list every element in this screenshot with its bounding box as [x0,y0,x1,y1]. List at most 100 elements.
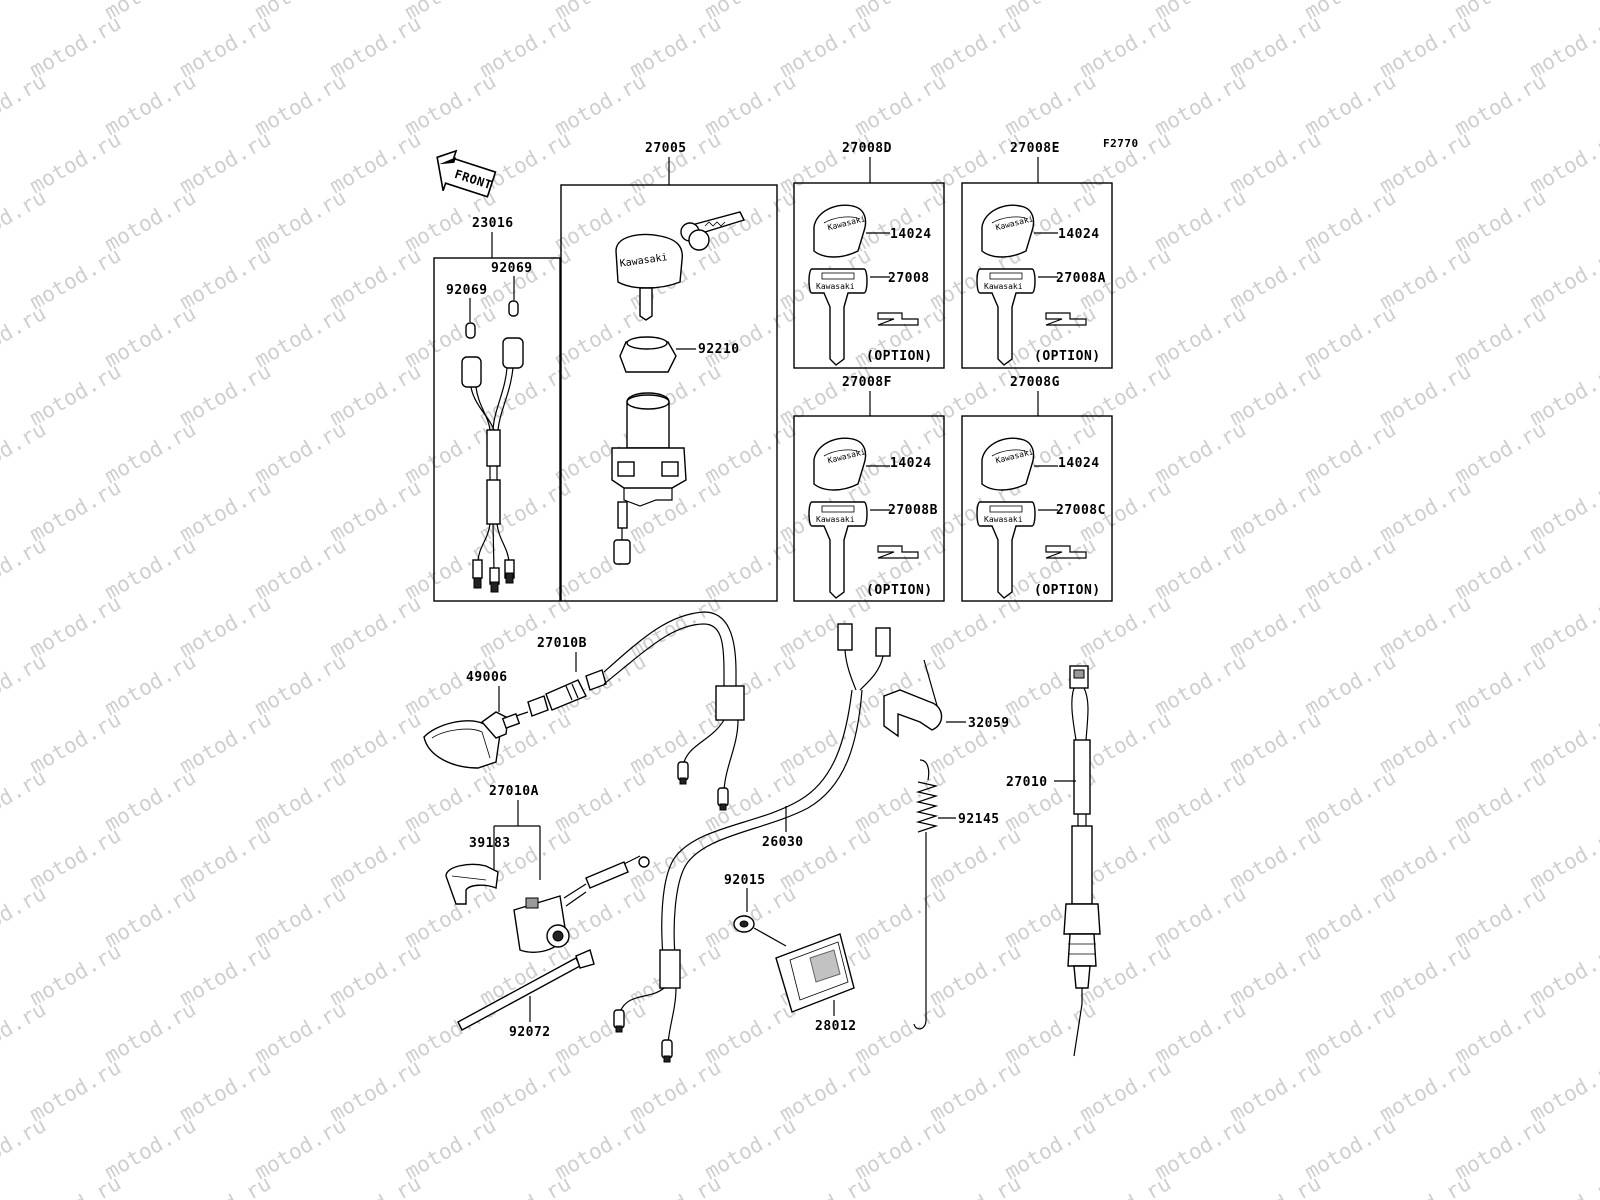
watermark-text: motod.ru [1451,533,1551,604]
spring-92145-drawing [913,759,939,1030]
watermark-text: motod.ru [0,997,50,1068]
watermark-text: motod.ru [1376,11,1476,82]
watermark-text: motod.ru [1301,69,1401,140]
key-brand-label: Kawasaki [984,515,1023,524]
part-number-27008A: 27008A [1056,271,1106,286]
watermark-text: motod.ru [1301,185,1401,256]
watermark-text: motod.ru [476,11,576,82]
watermark-text: motod.ru [101,301,201,372]
watermark-text: motod.ru [551,533,651,604]
part-number-92015: 92015 [724,873,766,888]
watermark-text: motod.ru [326,243,426,314]
watermark-text: motod.ru [0,185,50,256]
watermark-text: motod.ru [251,301,351,372]
switch-27010-drawing [1063,665,1101,1057]
watermark-text: motod.ru [1376,359,1476,430]
watermark-text: motod.ru [926,823,1026,894]
part-number-27008C: 27008C [1056,503,1106,518]
watermark-text: motod.ru [776,1171,876,1200]
watermark-text: motod.ru [776,127,876,198]
watermark-text: motod.ru [1151,765,1251,836]
watermark-text: motod.ru [326,1171,426,1200]
watermark-text: motod.ru [176,1171,276,1200]
watermark-text: motod.ru [401,1113,501,1184]
watermark-text: motod.ru [701,417,801,488]
watermark-text: motod.ru [1451,1113,1551,1184]
harness-23016-drawing [461,300,524,593]
watermark-text: motod.ru [1301,881,1401,952]
watermark-text: motod.ru [326,127,426,198]
watermark-text: motod.ru [176,475,276,546]
watermark-text: motod.ru [0,1113,50,1184]
harness-27010B-drawing [423,611,745,811]
watermark-text: motod.ru [176,11,276,82]
watermark-text: motod.ru [401,417,501,488]
watermark-text: motod.ru [251,881,351,952]
watermark-text: motod.ru [626,1055,726,1126]
watermark-text: motod.ru [1376,243,1476,314]
watermark-text: motod.ru [776,707,876,778]
watermark-text: motod.ru [101,881,201,952]
watermark-text: motod.ru [0,69,50,140]
part-number-28012: 28012 [815,1019,857,1034]
watermark-text: motod.ru [776,823,876,894]
group-box-27008D [793,182,945,369]
watermark-text: motod.ru [1301,533,1401,604]
watermark-text: motod.ru [476,1171,576,1200]
watermark-text: motod.ru [1226,1171,1326,1200]
watermark-text: motod.ru [1151,881,1251,952]
watermark-text: motod.ru [326,591,426,662]
watermark-text: motod.ru [701,765,801,836]
group-box-27008E [961,182,1113,369]
watermark-text: motod.ru [176,359,276,430]
watermark-text: motod.ru [1376,127,1476,198]
watermark-text: motod.ru [0,417,50,488]
part-number-27008D: 27008D [842,141,892,156]
watermark-text: motod.ru [101,649,201,720]
watermark-text: motod.ru [1226,359,1326,430]
watermark-text: motod.ru [1151,533,1251,604]
watermark-text: motod.ru [1001,997,1101,1068]
watermark-text: motod.ru [1151,185,1251,256]
watermark-text: motod.ru [251,1113,351,1184]
watermark-text: motod.ru [701,69,801,140]
watermark-text: motod.ru [1076,1055,1176,1126]
key-brand-label: Kawasaki [984,282,1023,291]
watermark-text: motod.ru [0,533,50,604]
clamp-32059-drawing [883,659,943,738]
part-number-92069-b: 92069 [446,283,488,298]
watermark-text: motod.ru [1376,475,1476,546]
part-number-32059: 32059 [968,716,1010,731]
watermark-text: motod.ru [1301,997,1401,1068]
watermark-text: motod.ru [1001,1113,1101,1184]
watermark-text: motod.ru [1451,69,1551,140]
part-number-23016: 23016 [472,216,514,231]
part-number-27008G: 27008G [1010,375,1060,390]
watermark-text: motod.ru [1151,417,1251,488]
watermark-text: motod.ru [401,765,501,836]
part-number-27010B: 27010B [537,636,587,651]
group-box-27008F [793,415,945,602]
watermark-text: motod.ru [326,823,426,894]
watermark-text: motod.ru [1376,707,1476,778]
watermark-text: motod.ru [776,1055,876,1126]
watermark-text: motod.ru [251,69,351,140]
watermark-text: motod.ru [1451,997,1551,1068]
group-box-27005 [560,184,778,602]
watermark-text: motod.ru [1076,359,1176,430]
watermark-text: motod.ru [176,707,276,778]
watermark-text: motod.ru [401,533,501,604]
watermark-text: motod.ru [251,533,351,604]
watermark-text: motod.ru [1151,69,1251,140]
watermark-text: motod.ru [101,1113,201,1184]
watermark-text: motod.ru [851,1113,951,1184]
watermark-text: motod.ru [26,939,126,1010]
watermark-text: motod.ru [1226,823,1326,894]
part-number-14024-g: 14024 [1058,456,1100,471]
watermark-text: motod.ru [1301,765,1401,836]
watermark-text: motod.ru [326,707,426,778]
watermark-text: motod.ru [1526,1171,1600,1200]
watermark-text: motod.ru [1226,707,1326,778]
